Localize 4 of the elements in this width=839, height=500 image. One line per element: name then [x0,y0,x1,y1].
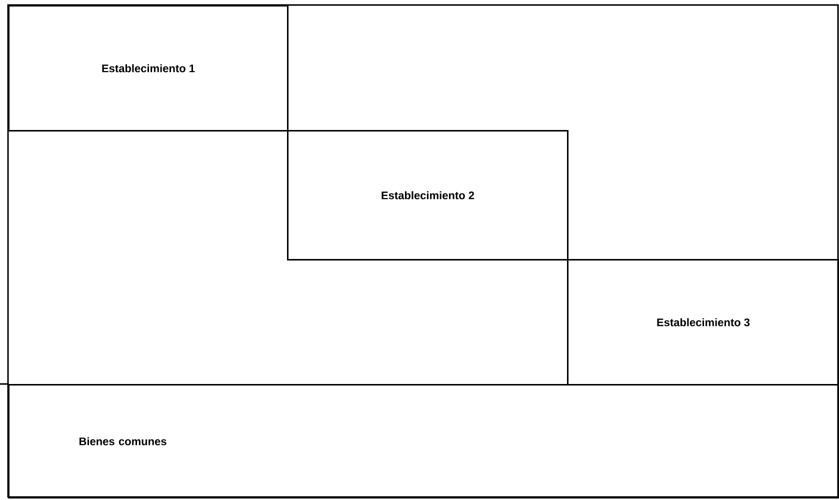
box: Establecimiento 1 [8,5,288,132]
band: Bienes comunes [8,384,839,498]
box: Establecimiento 2 [287,130,568,260]
box: Establecimiento 3 [567,258,839,386]
